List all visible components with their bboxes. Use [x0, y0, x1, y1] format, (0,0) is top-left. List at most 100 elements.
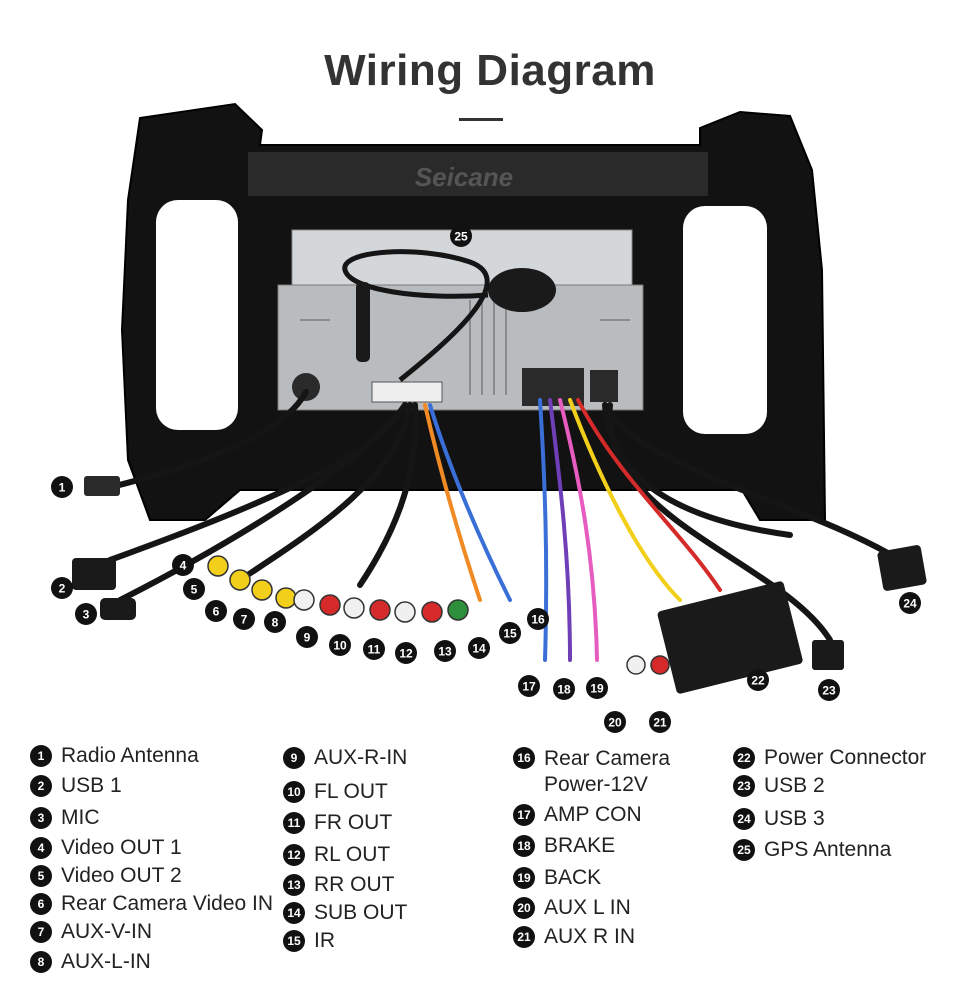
diagram-badge-17: 17 — [518, 675, 540, 697]
diagram-badge-number: 23 — [822, 684, 836, 698]
diagram-badge-circle — [296, 626, 318, 648]
diagram-badge-circle — [363, 638, 385, 660]
gps-cable — [342, 249, 490, 382]
diagram-badge-number: 7 — [241, 613, 248, 627]
diagram-badge-circle — [518, 675, 540, 697]
legend-number-badge: 8 — [30, 951, 52, 973]
legend-number-badge: 18 — [513, 835, 535, 857]
legend-label: Radio Antenna — [61, 744, 199, 767]
rca-plugs — [207, 555, 670, 675]
diagram-badge-22: 22 — [747, 669, 769, 691]
diagram-badge-19: 19 — [586, 677, 608, 699]
diagram-badge-circle — [183, 578, 205, 600]
radio-antenna-socket — [292, 373, 320, 401]
page-title: Wiring Diagram — [324, 46, 656, 95]
diagram-badge-25: 25 — [450, 225, 472, 247]
diagram-badge-number: 3 — [83, 608, 90, 622]
diagram-badge-3: 3 — [75, 603, 97, 625]
legend-number-badge: 21 — [513, 926, 535, 948]
legend-number-badge: 10 — [283, 781, 305, 803]
diagram-badge-circle — [649, 711, 671, 733]
diagram-badge-circle — [527, 608, 549, 630]
wiring-diagram-illustration: Seicane — [51, 102, 927, 733]
legend-number-badge: 3 — [30, 807, 52, 829]
diagram-badge-number: 13 — [438, 645, 452, 659]
diagram-badge-circle — [329, 634, 351, 656]
diagram-badge-number: 6 — [213, 605, 220, 619]
diagram-badge-14: 14 — [468, 637, 490, 659]
legend-label: BACK — [544, 866, 602, 889]
legend-number-badge: 4 — [30, 837, 52, 859]
diagram-badge-circle — [899, 592, 921, 614]
diagram-badge-9: 9 — [296, 626, 318, 648]
diagram-badge-circle — [747, 669, 769, 691]
harness-wires — [423, 398, 722, 662]
diagram-badge-number: 8 — [272, 616, 279, 630]
watermark-text: Seicane — [415, 162, 513, 192]
legend-number-badge: 15 — [283, 930, 305, 952]
diagram-badge-circle — [205, 600, 227, 622]
legend-item-1: 1 Radio Antenna — [30, 744, 199, 768]
legend-number-badge: 20 — [513, 897, 535, 919]
diagram-badge-circle — [395, 642, 417, 664]
usb3-plug — [877, 545, 927, 591]
diagram-badge-circle — [434, 640, 456, 662]
diagram-badge-number: 14 — [472, 642, 486, 656]
legend-label: Power Connector — [764, 746, 927, 769]
legend-label: Video OUT 2 — [61, 864, 182, 887]
usb1-plug — [72, 558, 116, 590]
diagram-badge-circle — [499, 622, 521, 644]
diagram-badge-number: 10 — [333, 639, 347, 653]
legend-number-badge: 7 — [30, 921, 52, 943]
diagram-badge-8: 8 — [264, 611, 286, 633]
legend-label: Rear Camera Video IN — [61, 892, 274, 915]
diagram-badge-circle — [818, 679, 840, 701]
legend-label: IR — [314, 929, 335, 952]
diagram-badge-circle — [51, 476, 73, 498]
frame-left-cutout — [156, 200, 238, 430]
usb-socket — [590, 370, 618, 402]
head-unit-chassis — [277, 284, 644, 411]
diagram-badge-15: 15 — [499, 622, 521, 644]
diagram-badge-number: 16 — [531, 613, 545, 627]
diagram-badge-4: 4 — [172, 554, 194, 576]
diagram-badge-24: 24 — [899, 592, 921, 614]
diagram-badge-23: 23 — [818, 679, 840, 701]
diagram-badge-circle — [450, 225, 472, 247]
diagram-badge-11: 11 — [363, 638, 385, 660]
legend-label: BRAKE — [544, 834, 616, 857]
diagram-badge-5: 5 — [183, 578, 205, 600]
diagram-badge-number: 25 — [454, 230, 468, 244]
legend-label: Video OUT 1 — [61, 836, 182, 859]
diagram-badge-number: 20 — [608, 716, 622, 730]
legend-number-badge: 6 — [30, 893, 52, 915]
legend-label: USB 3 — [764, 807, 825, 830]
diagram-badge-number: 5 — [191, 583, 198, 597]
diagram-badge-circle — [233, 608, 255, 630]
diagram-badge-21: 21 — [649, 711, 671, 733]
legend-item-22: 22 Power Connector — [733, 746, 926, 770]
diagram-badge-circle — [468, 637, 490, 659]
legend-number-badge: 22 — [733, 747, 755, 769]
legend-number-badge: 24 — [733, 808, 755, 830]
title-divider — [459, 118, 503, 121]
legend-number-badge: 11 — [283, 812, 305, 834]
diagram-badge-number: 15 — [503, 627, 517, 641]
frame-top-band — [248, 152, 708, 196]
diagram-badge-number: 1 — [59, 481, 66, 495]
legend-number-badge: 1 — [30, 745, 52, 767]
diagram-badge-circle — [51, 577, 73, 599]
